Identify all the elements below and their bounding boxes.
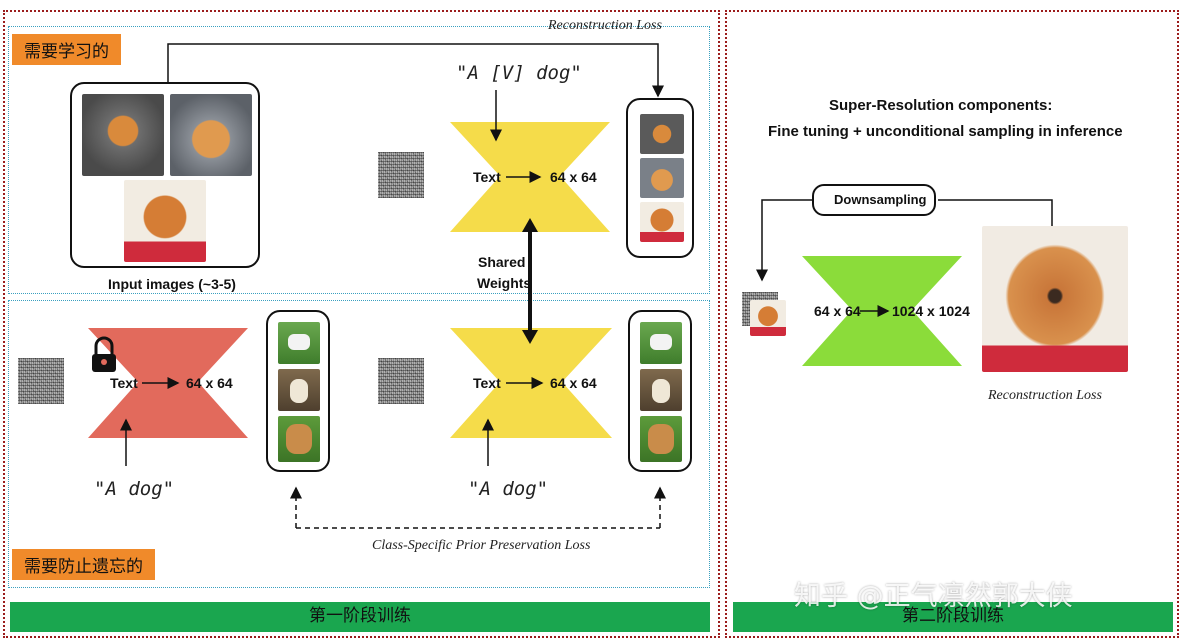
learn-tag: 需要学习的 xyxy=(12,34,121,65)
prompt-v-dog: "A [V] dog" xyxy=(456,62,582,84)
downsampling-label: Downsampling xyxy=(834,192,927,207)
prompt-dog-left: "A dog" xyxy=(94,478,175,500)
input-dog-photo-2 xyxy=(170,94,252,176)
model-top-text: Text xyxy=(473,169,501,185)
output-dog-photo-3 xyxy=(640,202,684,242)
stage2-bar: 第二阶段训练 xyxy=(733,602,1173,632)
model-top-size: 64 x 64 xyxy=(550,169,597,185)
stage1-panel xyxy=(3,10,720,638)
superres-from: 64 x 64 xyxy=(814,303,861,319)
noise-image-top xyxy=(378,152,424,198)
forget-tag: 需要防止遗忘的 xyxy=(12,549,155,580)
shared-weights-label-2: Weights xyxy=(477,275,532,291)
prior-dog-photo-3 xyxy=(278,416,320,462)
output-frame-top xyxy=(626,98,694,258)
input-dog-photo-3 xyxy=(124,180,206,262)
model-frozen-text: Text xyxy=(110,375,138,391)
stage2-reconstruction-loss: Reconstruction Loss xyxy=(988,388,1102,403)
prior-output-frame-left xyxy=(266,310,330,472)
noise-image-right xyxy=(378,358,424,404)
prompt-dog-right: "A dog" xyxy=(468,478,549,500)
lowres-dog-photo xyxy=(750,300,786,336)
prior-dog-photo-4 xyxy=(640,322,682,364)
model-bottom-size: 64 x 64 xyxy=(550,375,597,391)
input-images-frame xyxy=(70,82,260,268)
downsampling-box: Downsampling xyxy=(812,184,936,216)
prior-dog-photo-5 xyxy=(640,369,682,411)
prior-dog-photo-2 xyxy=(278,369,320,411)
output-dog-photo-1 xyxy=(640,114,684,154)
highres-dog-photo xyxy=(982,226,1128,372)
stage1-bar: 第一阶段训练 xyxy=(10,602,710,632)
prior-preservation-loss-label: Class-Specific Prior Preservation Loss xyxy=(372,538,591,553)
prior-dog-photo-6 xyxy=(640,416,682,462)
learn-section xyxy=(8,26,710,294)
input-images-caption: Input images (~3-5) xyxy=(108,276,236,292)
prior-section xyxy=(8,300,710,588)
shared-weights-label-1: Shared xyxy=(478,254,526,270)
stage2-title-line1: Super-Resolution components: xyxy=(829,97,1053,114)
stage2-title-line2: Fine tuning + unconditional sampling in … xyxy=(768,123,1123,140)
model-bottom-text: Text xyxy=(473,375,501,391)
output-dog-photo-2 xyxy=(640,158,684,198)
input-dog-photo-1 xyxy=(82,94,164,176)
noise-image-left xyxy=(18,358,64,404)
prior-output-frame-right xyxy=(628,310,692,472)
superres-to: 1024 x 1024 xyxy=(892,303,970,319)
model-frozen-size: 64 x 64 xyxy=(186,375,233,391)
reconstruction-loss-label: Reconstruction Loss xyxy=(548,18,662,33)
prior-dog-photo-1 xyxy=(278,322,320,364)
watermark: 知乎 @正气凛然郭大侠 xyxy=(794,581,1073,612)
stage2-panel xyxy=(725,10,1179,638)
